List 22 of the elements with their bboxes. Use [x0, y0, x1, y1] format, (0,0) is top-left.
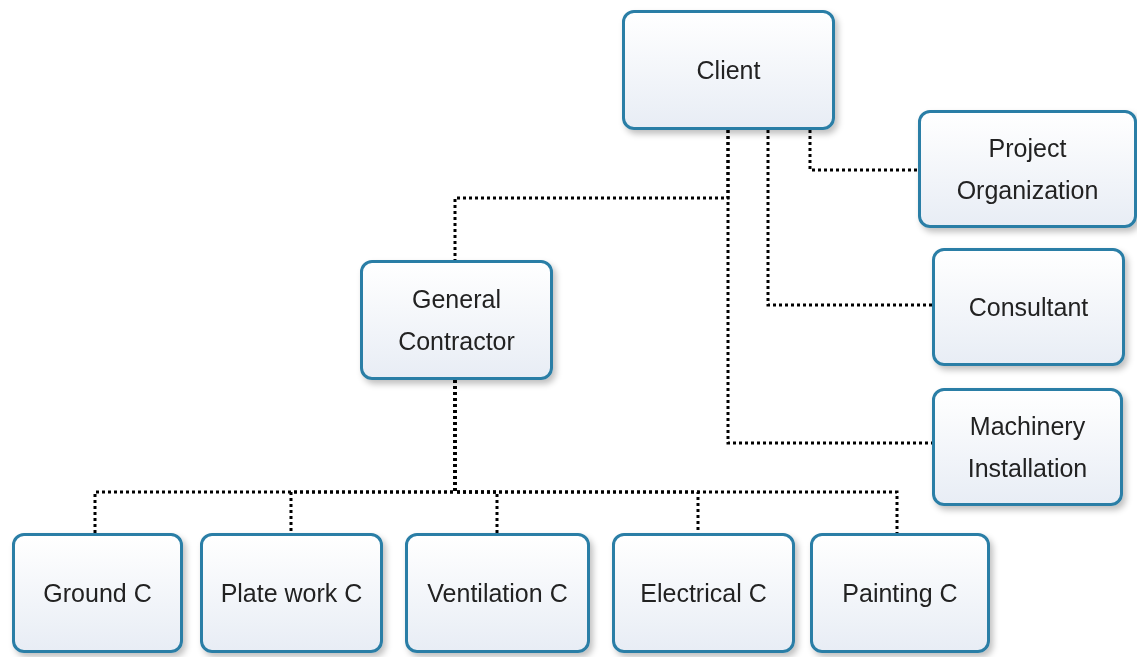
connector-line — [808, 130, 918, 172]
org-box — [622, 10, 835, 130]
org-box — [200, 533, 383, 653]
org-box — [12, 533, 183, 653]
org-box — [612, 533, 795, 653]
box-label: Electrical C — [639, 578, 768, 609]
box-label: Machinery Installation — [966, 411, 1089, 484]
box-label: Ventilation C — [426, 578, 569, 609]
org-box — [405, 533, 590, 653]
box-label: Consultant — [967, 292, 1090, 323]
box-label: Client — [695, 55, 762, 86]
box-label: Painting C — [841, 578, 959, 609]
box-label: General Contractor — [397, 284, 516, 357]
connector-line — [766, 130, 932, 307]
box-label: Plate work C — [219, 578, 364, 609]
org-box — [918, 110, 1137, 228]
box-label: Ground C — [42, 578, 153, 609]
org-box — [810, 533, 990, 653]
org-box — [932, 388, 1123, 506]
org-box — [360, 260, 553, 380]
org-box — [932, 248, 1125, 366]
box-label: Project Organization — [955, 133, 1100, 206]
